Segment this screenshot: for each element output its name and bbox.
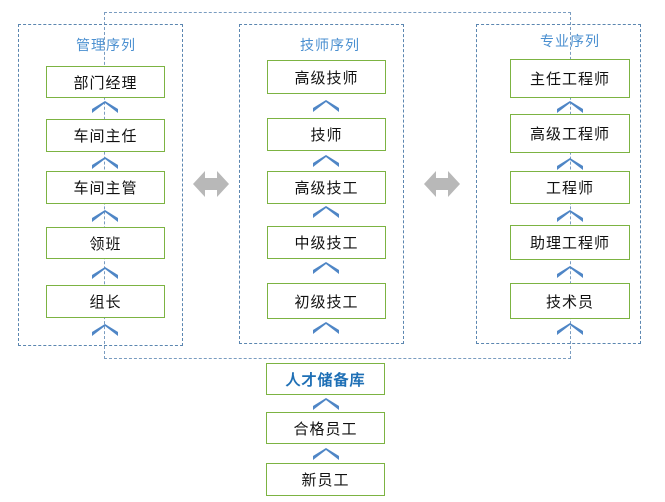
box-qualified-staff: 合格员工 — [266, 412, 385, 444]
chevron-up-icon — [313, 155, 339, 167]
chevron-up-icon — [557, 266, 583, 278]
box-technical-staff: 技术员 — [510, 283, 630, 319]
box-workshop-supervisor: 车间主管 — [46, 171, 165, 204]
chevron-up-icon — [313, 100, 339, 112]
chevron-up-icon — [92, 101, 118, 113]
chevron-up-icon — [557, 101, 583, 113]
box-chief-engineer: 主任工程师 — [510, 59, 630, 98]
chevron-up-icon — [92, 210, 118, 222]
box-assistant-engineer: 助理工程师 — [510, 225, 630, 260]
chevron-up-icon — [557, 210, 583, 222]
box-foreman: 领班 — [46, 227, 165, 259]
chevron-up-icon — [313, 398, 339, 410]
chevron-up-icon — [313, 206, 339, 218]
box-engineer: 工程师 — [510, 171, 630, 204]
double-arrow-icon — [424, 171, 460, 197]
chevron-up-icon — [557, 158, 583, 170]
box-technician: 技师 — [267, 118, 386, 151]
box-department-manager: 部门经理 — [46, 66, 165, 98]
chevron-up-icon — [313, 262, 339, 274]
chevron-up-icon — [92, 157, 118, 169]
box-talent-pool: 人才储备库 — [266, 363, 385, 395]
chevron-up-icon — [313, 448, 339, 460]
box-junior-worker: 初级技工 — [267, 283, 386, 319]
box-workshop-director: 车间主任 — [46, 119, 165, 152]
double-arrow-icon — [193, 171, 229, 197]
box-senior-engineer: 高级工程师 — [510, 114, 630, 153]
professional-sequence-frame — [476, 24, 641, 344]
management-sequence-title: 管理序列 — [76, 38, 136, 54]
technician-sequence-title: 技师序列 — [300, 38, 360, 54]
box-senior-technician: 高级技师 — [267, 60, 386, 94]
box-intermediate-worker: 中级技工 — [267, 226, 386, 259]
box-team-leader: 组长 — [46, 285, 165, 318]
chevron-up-icon — [92, 267, 118, 279]
management-sequence-frame — [18, 24, 183, 346]
chevron-up-icon — [92, 324, 118, 336]
technician-sequence-frame — [239, 24, 404, 344]
chevron-up-icon — [557, 323, 583, 335]
box-senior-worker: 高级技工 — [267, 171, 386, 204]
professional-sequence-title: 专业序列 — [540, 34, 600, 50]
box-new-staff: 新员工 — [266, 463, 385, 496]
chevron-up-icon — [313, 322, 339, 334]
